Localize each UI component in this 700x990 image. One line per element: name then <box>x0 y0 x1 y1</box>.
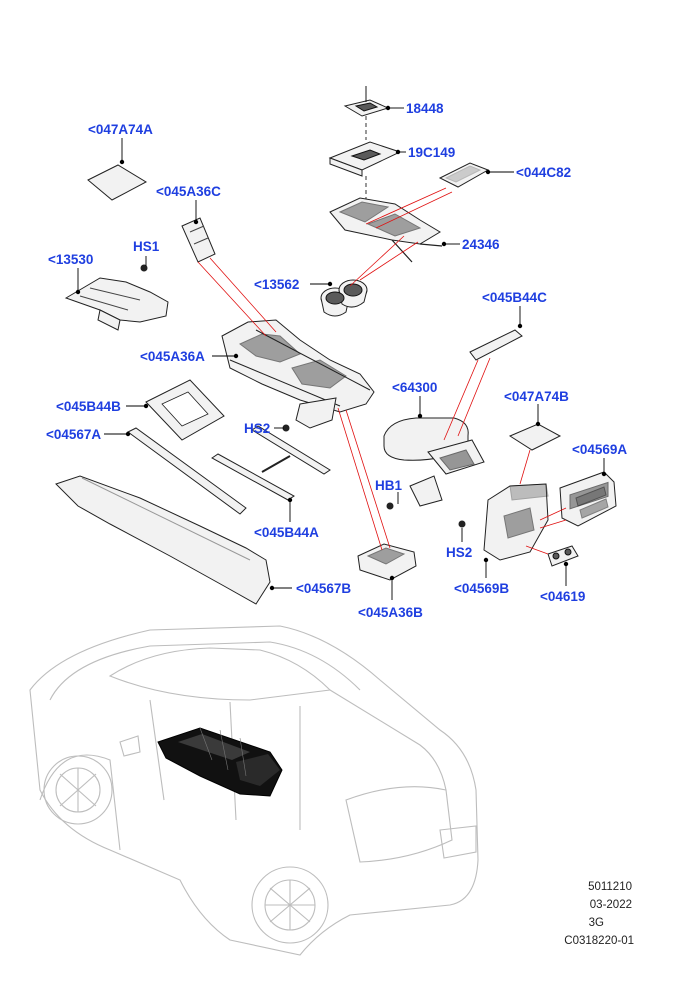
part-04569B-front <box>483 483 549 561</box>
part-04619-switch <box>547 545 579 567</box>
part-18448 <box>343 86 390 117</box>
callout-24346[interactable]: 24346 <box>462 237 500 252</box>
callout-04569A[interactable]: <04569A <box>572 442 627 457</box>
part-045A36A-console-frame <box>221 319 375 429</box>
part-044C82 <box>438 162 490 188</box>
callout-04567B[interactable]: <04567B <box>296 581 351 596</box>
vehicle-overview <box>29 625 479 956</box>
part-64300-armrest <box>383 417 485 507</box>
footer-line-3: 3G <box>589 917 604 929</box>
callout-HS2-left[interactable]: HS2 <box>244 421 270 436</box>
callout-045A36C[interactable]: <045A36C <box>156 184 221 199</box>
part-24346-upper-trim <box>329 197 443 263</box>
leader-lines <box>75 105 607 600</box>
part-047A74B-mat <box>508 423 562 451</box>
part-045B44B-frame <box>145 379 225 441</box>
callout-HB1[interactable]: HB1 <box>375 478 402 493</box>
part-04567A-trim <box>127 427 247 515</box>
assembly-lines <box>197 187 567 555</box>
part-045B44A-trim <box>211 425 331 501</box>
fastener-HS2-right <box>458 520 466 528</box>
footer-line-1: 5011210 <box>588 881 632 893</box>
part-04567B-side-panel <box>55 475 271 605</box>
callout-047A74B[interactable]: <047A74B <box>504 389 569 404</box>
callout-64300[interactable]: <64300 <box>392 380 437 395</box>
callout-044C82[interactable]: <044C82 <box>516 165 571 180</box>
callout-047A74A-top[interactable]: <047A74A <box>88 122 153 137</box>
callout-HS1[interactable]: HS1 <box>133 239 160 254</box>
callout-045B44A[interactable]: <045B44A <box>254 525 319 540</box>
fastener-HB1 <box>386 502 394 510</box>
part-13562-cupholder <box>320 279 368 317</box>
callout-04569B[interactable]: <04569B <box>454 581 509 596</box>
part-04569A-panel <box>559 471 617 527</box>
callout-13562[interactable]: <13562 <box>254 277 299 292</box>
callout-045A36A[interactable]: <045A36A <box>140 349 205 364</box>
part-19C149 <box>328 141 402 177</box>
part-13530-bracket <box>64 264 169 331</box>
callout-045A36B[interactable]: <045A36B <box>358 605 423 620</box>
callout-19C149[interactable]: 19C149 <box>408 145 455 160</box>
part-045B44C-trim <box>469 329 523 361</box>
callout-045B44C[interactable]: <045B44C <box>482 290 547 305</box>
part-047A74A-top <box>87 164 148 201</box>
callout-045B44B[interactable]: <045B44B <box>56 399 121 414</box>
callout-04619[interactable]: <04619 <box>540 589 585 604</box>
footer-line-4: C0318220-01 <box>564 935 634 947</box>
callout-18448[interactable]: 18448 <box>406 101 444 116</box>
footer-line-2: 03-2022 <box>590 899 632 911</box>
callout-HS2-right[interactable]: HS2 <box>446 545 472 560</box>
fastener-HS2-left <box>282 424 290 432</box>
callout-04567A[interactable]: <04567A <box>46 427 101 442</box>
part-045A36B-tray <box>357 543 417 581</box>
callout-13530[interactable]: <13530 <box>48 252 93 267</box>
part-045A36C <box>181 217 216 263</box>
